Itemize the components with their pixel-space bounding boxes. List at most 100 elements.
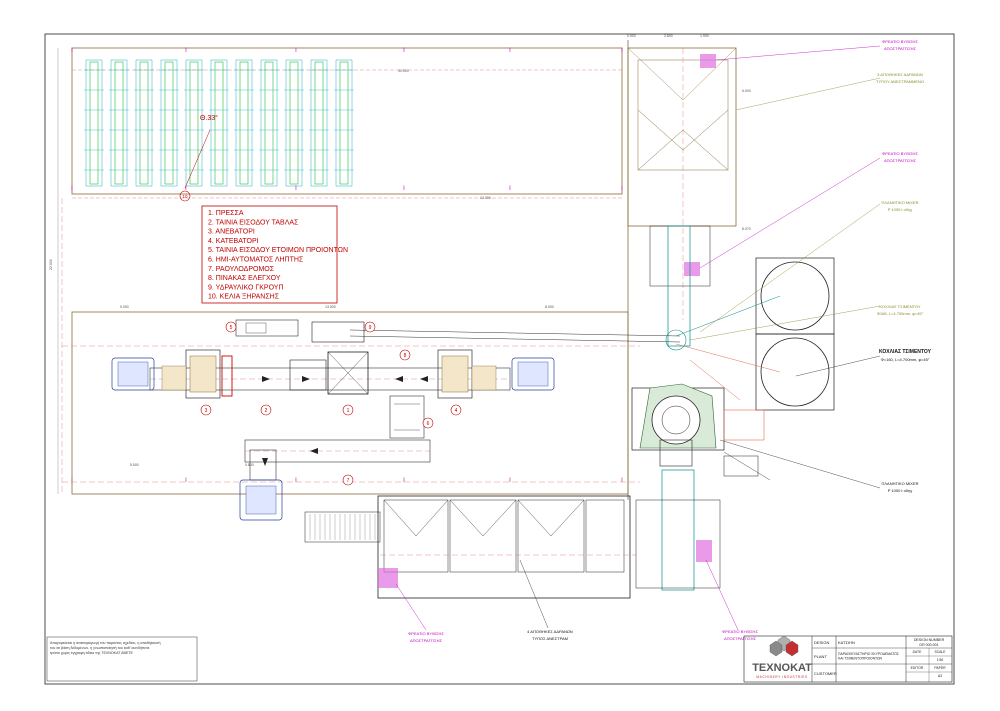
planetary-mixer <box>631 383 771 481</box>
callout-mixer-right-1: ΠΛΑΝΗΤΙΚΟ MIXER <box>882 200 919 205</box>
drying-rack-inner <box>239 61 249 185</box>
drying-racks <box>84 59 354 187</box>
item-marker-circle <box>342 474 354 486</box>
column-marker: I <box>185 48 187 54</box>
callout-cement-screw-title-1: ΚΟΧΛΙΑΣ ΤΣΙΜΕΝΤΟΥ <box>879 349 932 355</box>
callout-bins-right-2: ΤΥΠΟΥ ΑΝΕΣΤΡΑΜΜΕΝΟ <box>876 79 924 84</box>
copyright-notice: Απαγορεύεται η αναπαραγωγή του παρόντος … <box>50 641 160 655</box>
column-marker: I <box>403 48 405 54</box>
cement-screw-arms <box>665 295 781 401</box>
callout-hopper-mid-1: ΦΡΕΑΤΙΟ ΒΥΘΙΣΗΣ <box>882 151 918 156</box>
drying-rack-inner <box>114 61 124 185</box>
main-hall-outline <box>57 40 640 500</box>
dim-top-total: 30.000 <box>398 69 409 73</box>
legend-item: 4. ΚΑΤΕΒΑΤΟΡΙ <box>208 238 259 245</box>
column-marker: I <box>295 186 297 192</box>
tb-paper-label: PAPER <box>934 666 946 670</box>
item-marker-circle <box>342 404 354 416</box>
callout-screw-1: ΚΟΧΛΙΑΣ ΤΣΙΜΕΝΤΟΥ <box>879 304 921 309</box>
legend-item: 1. ΠΡΕΣΣΑ <box>208 210 244 217</box>
callout-hopper-top-2: ΑΠΟΣΤΡΑΓΓΙΣΗΣ <box>884 46 917 51</box>
callout-bottom-right-well-1: ΦΡΕΑΤΙΟ ΒΥΘΙΣΗΣ <box>722 629 758 634</box>
dim-right-seg: 8.000 <box>545 305 554 309</box>
column-marker: I <box>621 478 623 484</box>
drying-rack <box>285 59 303 187</box>
drying-rack-inner <box>89 61 99 185</box>
drying-rack <box>335 59 353 187</box>
tb-paper-value: A3 <box>938 674 942 678</box>
column-marker: I <box>621 48 623 54</box>
item-marker-number: 1 <box>347 408 350 414</box>
tb-plant-label: PLANT <box>814 654 827 659</box>
aggregate-bins-top <box>627 47 737 320</box>
dim-press-len: 13.000 <box>325 305 336 309</box>
drying-rack <box>310 59 328 187</box>
callout-cement-screw-title-2: Φ=160, L=4.700mm, φ=45° <box>881 357 930 362</box>
marker-10-circle <box>179 190 191 202</box>
logo-subtext: MACHINERY INDUSTRIES <box>756 675 807 679</box>
company-logo: ΤΕΧΝΟΚΑΤ MACHINERY INDUSTRIES <box>752 635 812 679</box>
item-marker-circle <box>225 321 237 333</box>
item-marker-circle <box>450 404 462 416</box>
tb-design-number-label: DESIGN NUMBER <box>914 638 945 642</box>
legend-item: 6. ΗΜΙ-ΑΥΤΟΜΑΤΟΣ ΛΗΠΤΗΣ <box>208 257 304 264</box>
dim-bottom-left: 5.500 <box>130 463 139 467</box>
legend-item: 8. ΠΙΝΑΚΑΣ ΕΛΕΓΧΟΥ <box>208 275 281 282</box>
item-marker-circle <box>422 417 434 429</box>
item-marker-number: 8 <box>404 353 407 359</box>
tb-design-label: DESIGN <box>814 640 829 645</box>
drying-rack <box>260 59 278 187</box>
legend-item: 2. ΤΑΙΝΙΑ ΕΙΣΟΔΟΥ ΤΑΒΛΑΣ <box>208 219 299 226</box>
drying-rack <box>235 59 253 187</box>
column-marker: I <box>295 48 297 54</box>
drying-rack-inner <box>164 61 174 185</box>
callout-hopper-mid-2: ΑΠΟΣΤΡΑΓΓΙΣΗΣ <box>884 158 917 163</box>
tb-scale-label: SCALE <box>934 650 946 654</box>
callout-bottom-bins-1: 4 ΑΠΟΘΗΚΕΣ ΑΔΡΑΝΩΝ <box>527 629 573 634</box>
drying-rack-inner <box>189 61 199 185</box>
tb-date-label: DATE <box>913 650 923 654</box>
item-marker-number: 9 <box>369 325 372 331</box>
vertical-skip-conveyor <box>649 225 711 591</box>
column-marker: I <box>295 478 297 484</box>
column-marker: I <box>509 478 511 484</box>
item-marker-circle <box>200 404 212 416</box>
dim-mid-total: 12.000 <box>480 196 491 200</box>
tb-customer-label: CUSTOMER <box>814 671 837 676</box>
drying-rack-inner <box>289 61 299 185</box>
tb-editor-label: EDITOR <box>911 666 924 670</box>
item-marker-number: 2 <box>265 408 268 414</box>
aggregate-bins-bottom <box>304 495 721 599</box>
dim-left-seg: 9.000 <box>120 305 129 309</box>
dim-top-seg-a: 0.900 <box>627 34 636 38</box>
item-marker-number: 5 <box>230 325 233 331</box>
drying-rack-inner <box>264 61 274 185</box>
callout-hopper-top-1: ΦΡΕΑΤΙΟ ΒΥΘΙΣΗΣ <box>882 39 918 44</box>
drying-rack <box>85 59 103 187</box>
callout-mixer-bottom-1: ΠΛΑΝΗΤΙΚΟ MIXER <box>882 481 919 486</box>
column-marker: I <box>621 186 623 192</box>
column-marker: I <box>185 186 187 192</box>
item-marker-circle <box>364 321 376 333</box>
column-marker: I <box>509 48 511 54</box>
column-marker: I <box>509 186 511 192</box>
drying-rack <box>135 59 153 187</box>
item-marker-number: 4 <box>455 408 458 414</box>
legend-item: 9. ΥΔΡΑΥΛΙΚΟ ΓΚΡΟΥΠ <box>208 284 284 291</box>
dim-top-seg-c: 1.900 <box>700 34 709 38</box>
callout-bottom-bins-2: ΤΥΠΟΣ ΑΝΕΣΤΡΑΜ <box>532 636 568 641</box>
dim-left-height: 22.000 <box>49 259 53 270</box>
dim-side-a: 6.000 <box>742 89 751 93</box>
title-block <box>743 635 953 683</box>
drying-rack <box>210 59 228 187</box>
drying-cells-building <box>71 47 623 199</box>
drying-rack <box>160 59 178 187</box>
sheet-border <box>44 33 955 685</box>
column-marker: I <box>71 48 73 54</box>
legend-item: 10. ΚΕΛΙΑ ΞΗΡΑΝΣΗΣ <box>208 294 280 301</box>
item-marker-circle <box>399 349 411 361</box>
